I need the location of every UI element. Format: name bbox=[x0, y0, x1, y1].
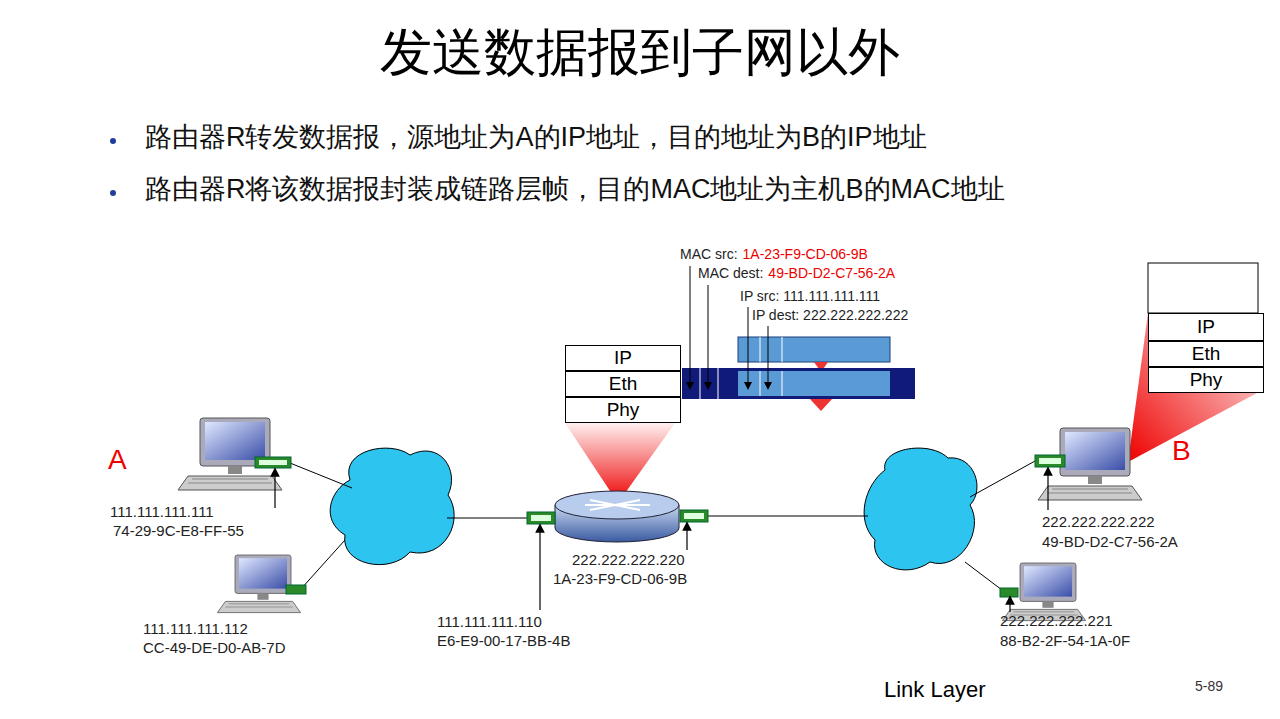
protocol-layer-box: Eth bbox=[565, 371, 681, 397]
mac-address: E6-E9-00-17-BB-4B bbox=[437, 632, 570, 649]
mac-address: CC-49-DE-D0-AB-7D bbox=[143, 639, 286, 656]
ip-address: 222.222.222.222 bbox=[1042, 513, 1155, 530]
layer-name: Phy bbox=[607, 399, 640, 421]
host-label: A bbox=[108, 444, 127, 476]
protocol-layer-box: Phy bbox=[1148, 367, 1264, 393]
protocol-layer-box: IP bbox=[565, 345, 681, 371]
bullet-text: 路由器R将该数据报封装成链路层帧，目的MAC地址为主机B的MAC地址 bbox=[145, 171, 1005, 207]
layer-name: IP bbox=[614, 347, 632, 369]
layer-name: Phy bbox=[1190, 369, 1223, 391]
frame-field: MAC dest: bbox=[698, 265, 763, 281]
mac-address: 88-B2-2F-54-1A-0F bbox=[1000, 632, 1130, 649]
layer-name: Eth bbox=[1192, 343, 1221, 365]
mac-address: 1A-23-F9-CD-06-9B bbox=[553, 570, 687, 587]
frame-field: IP dest: 222.222.222.222 bbox=[752, 307, 908, 323]
ip-address: 222.222.222.221 bbox=[1000, 612, 1113, 629]
layer-name: Eth bbox=[609, 373, 638, 395]
ip-address: 111.111.111.112 bbox=[143, 620, 248, 637]
frame-value: 49-BD-D2-C7-56-2A bbox=[768, 265, 895, 281]
mac-address: 74-29-9C-E8-FF-55 bbox=[113, 522, 244, 539]
frame-field: IP src: 111.111.111.111 bbox=[740, 288, 880, 304]
footer-text: Link Layer bbox=[884, 677, 986, 703]
layer-name: IP bbox=[1197, 316, 1215, 338]
frame-value: 1A-23-F9-CD-06-9B bbox=[743, 246, 868, 262]
page-number: 5-89 bbox=[1195, 678, 1223, 694]
slide-title: 发送数据报到子网以外 bbox=[0, 18, 1280, 88]
frame-field: MAC src: bbox=[680, 246, 738, 262]
protocol-layer-box: IP bbox=[1148, 313, 1264, 341]
host-label: B bbox=[1172, 435, 1191, 467]
ip-address: 111.111.111.111 bbox=[110, 503, 214, 520]
protocol-layer-box: Eth bbox=[1148, 341, 1264, 367]
bullet-text: 路由器R转发数据报，源地址为A的IP地址，目的地址为B的IP地址 bbox=[145, 119, 927, 155]
protocol-layer-box: Phy bbox=[565, 397, 681, 423]
ip-address: 222.222.222.220 bbox=[572, 551, 685, 568]
mac-address: 49-BD-D2-C7-56-2A bbox=[1042, 533, 1178, 550]
ip-address: 111.111.111.110 bbox=[437, 613, 542, 630]
